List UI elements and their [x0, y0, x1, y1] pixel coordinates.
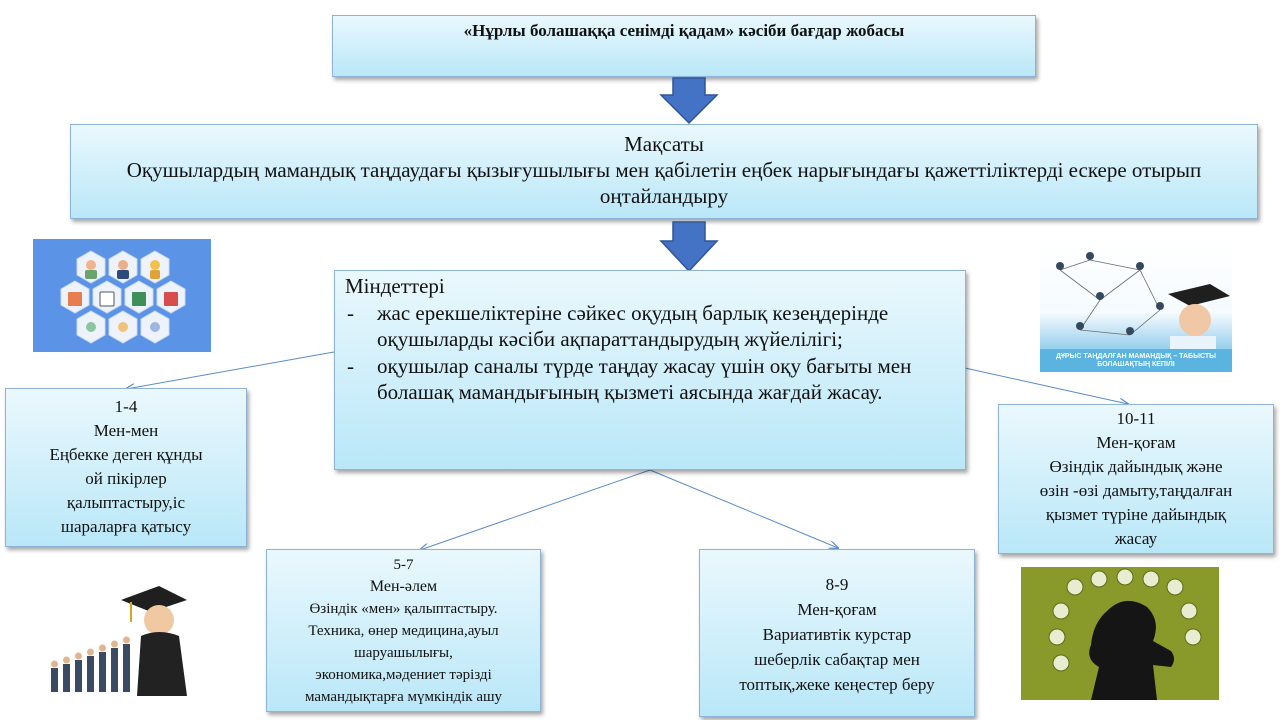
connector-to-stage-10-11 — [964, 367, 1128, 404]
stage-line: Вариативтік курстар — [762, 625, 912, 644]
task-item-text: оқушылар саналы түрде таңдау жасау үшін … — [377, 354, 912, 404]
stage-line: шараларға қатысу — [60, 517, 192, 536]
thinking-person-image — [1021, 567, 1219, 700]
tasks-box: Міндеттері - жас ерекшеліктеріне сәйкес … — [334, 270, 966, 470]
stage-line: экономика,мәдениет тәрізді — [315, 667, 492, 683]
stage-theme: Мен-әлем — [369, 578, 438, 595]
stage-grades: 10-11 — [1116, 409, 1156, 428]
stage-line: қалыптастыру,іс — [66, 493, 186, 512]
goal-text: Оқушылардың мамандық таңдаудағы қызығушы… — [126, 158, 1202, 208]
stage-box-10-11: 10-11 Мен-қоғам Өзіндік дайындық және өз… — [998, 404, 1274, 554]
project-title: «Нұрлы болашаққа сенімді қадам» кәсіби б… — [463, 21, 905, 40]
stage-line: ой пікірлер — [85, 469, 167, 488]
image-caption: ДҰРЫС ТАҢДАЛҒАН МАМАНДЫҚ – ТАБЫСТЫ БОЛАШ… — [1056, 353, 1216, 368]
project-title-box: «Нұрлы болашаққа сенімді қадам» кәсіби б… — [332, 15, 1036, 77]
goal-heading: Мақсаты — [624, 132, 704, 156]
stage-line: топтық,жеке кеңестер беру — [739, 675, 935, 694]
connector-to-stage-1-4 — [126, 351, 335, 389]
stage-box-8-9: 8-9 Мен-қоғам Вариативтік курстар шеберл… — [699, 549, 975, 717]
professions-tiles-image — [33, 239, 211, 352]
stage-theme: Мен-қоғам — [797, 600, 877, 619]
stage-grades: 5-7 — [393, 557, 414, 573]
stage-line: қызмет түріне дайындық — [1045, 505, 1227, 524]
down-arrow-icon — [659, 221, 719, 273]
goal-box: Мақсаты Оқушылардың мамандық таңдаудағы … — [70, 124, 1258, 219]
stage-line: өзін -өзі дамыту,таңдалған — [1039, 481, 1233, 500]
stage-line: Еңбекке деген құнды — [49, 445, 203, 464]
stage-line: шеберлік сабақтар мен — [754, 650, 920, 669]
task-item-text: жас ерекшеліктеріне сәйкес оқудың барлық… — [377, 301, 889, 351]
thinking-silhouette-illustration — [1048, 568, 1202, 700]
connector-to-stage-5-7 — [420, 469, 651, 550]
stage-theme: Мен-мен — [93, 421, 159, 440]
stage-grades: 8-9 — [825, 575, 849, 594]
stage-line: Техника, өнер медицина,ауыл — [308, 623, 499, 639]
stage-line: жасау — [1114, 529, 1158, 548]
task-item: - оқушылар саналы түрде таңдау жасау үші… — [345, 353, 953, 405]
down-arrow-icon — [659, 77, 719, 125]
stage-grades: 1-4 — [114, 397, 138, 416]
connector-to-stage-8-9 — [649, 469, 838, 548]
stage-line: мамандықтарға мүмкіндік ашу — [304, 689, 503, 705]
hexagon-icon-grid — [60, 250, 186, 344]
stage-line: шаруашылығы, — [354, 645, 453, 661]
stage-box-5-7: 5-7 Мен-әлем Өзіндік «мен» қалыптастыру.… — [266, 549, 541, 712]
career-steps-image — [47, 578, 205, 696]
network-illustration — [1040, 252, 1232, 372]
stage-line: Өзіндік «мен» қалыптастыру. — [309, 601, 498, 617]
stage-box-1-4: 1-4 Мен-мен Еңбекке деген құнды ой пікір… — [5, 388, 247, 547]
stage-line: Өзіндік дайындық және — [1049, 457, 1223, 476]
graduate-network-image: ДҰРЫС ТАҢДАЛҒАН МАМАНДЫҚ – ТАБЫСТЫ БОЛАШ… — [1040, 240, 1232, 372]
people-steps-illustration — [51, 586, 187, 696]
tasks-heading: Міндеттері — [345, 274, 445, 298]
stage-theme: Мен-қоғам — [1096, 433, 1176, 452]
task-item: - жас ерекшеліктеріне сәйкес оқудың барл… — [345, 300, 953, 352]
